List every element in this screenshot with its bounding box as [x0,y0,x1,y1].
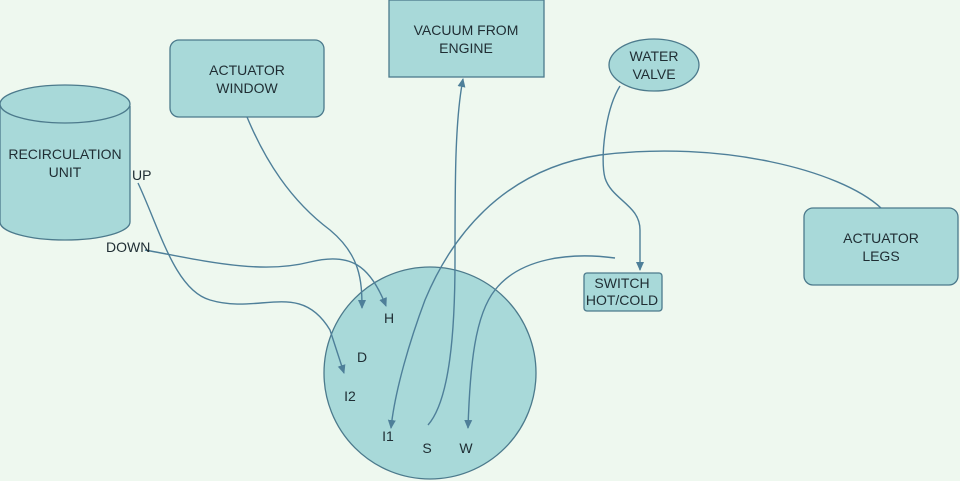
vacuum-from-engine-label-line1: VACUUM FROM [414,22,519,38]
actuator-window-node[interactable]: ACTUATOR WINDOW [169,39,325,118]
actuator-window-label-line2: WINDOW [216,80,278,96]
actuator-legs-label-line1: ACTUATOR [843,230,919,246]
edge-actuator-legs-to-i1[interactable] [387,150,882,429]
actuator-legs-label-line2: LEGS [862,248,899,264]
vacuum-from-engine-node[interactable]: VACUUM FROM ENGINE [388,0,545,78]
recirculation-unit-label-line1: RECIRCULATION [8,146,121,162]
terminal-label-w: W [459,440,473,456]
switch-hot-cold-label-line1: SWITCH [594,275,649,291]
port-label-up: UP [132,167,151,183]
edge-up-to-i2[interactable] [137,182,346,374]
switch-hot-cold-label-line2: HOT/COLD [586,292,658,308]
recirculation-unit-node[interactable]: RECIRCULATION UNIT [0,84,131,241]
port-label-down: DOWN [106,239,150,255]
actuator-window-label-line1: ACTUATOR [209,62,285,78]
terminal-label-i2: I2 [344,388,356,404]
terminal-label-h: H [384,310,394,326]
water-valve-label-line2: VALVE [632,66,675,82]
valve-circle[interactable] [323,266,537,480]
switch-hot-cold-node[interactable]: SWITCH HOT/COLD [583,272,663,312]
edges [137,78,882,429]
vacuum-from-engine-label-line2: ENGINE [439,40,493,56]
edge-water-valve-to-switch[interactable] [602,85,644,271]
water-valve-node[interactable]: WATER VALVE [608,38,700,92]
recirculation-unit-label-line2: UNIT [49,164,82,180]
terminal-label-i1: I1 [382,428,394,444]
edge-s-to-vacuum[interactable] [427,78,466,426]
terminal-label-d: D [357,349,367,365]
actuator-legs-node[interactable]: ACTUATOR LEGS [803,207,959,286]
edge-switch-to-w[interactable] [464,255,616,429]
water-valve-label-line1: WATER [630,48,679,64]
edge-down-to-h[interactable] [144,249,387,307]
terminal-label-s: S [422,440,431,456]
edge-actuator-window-to-d[interactable] [246,116,366,309]
